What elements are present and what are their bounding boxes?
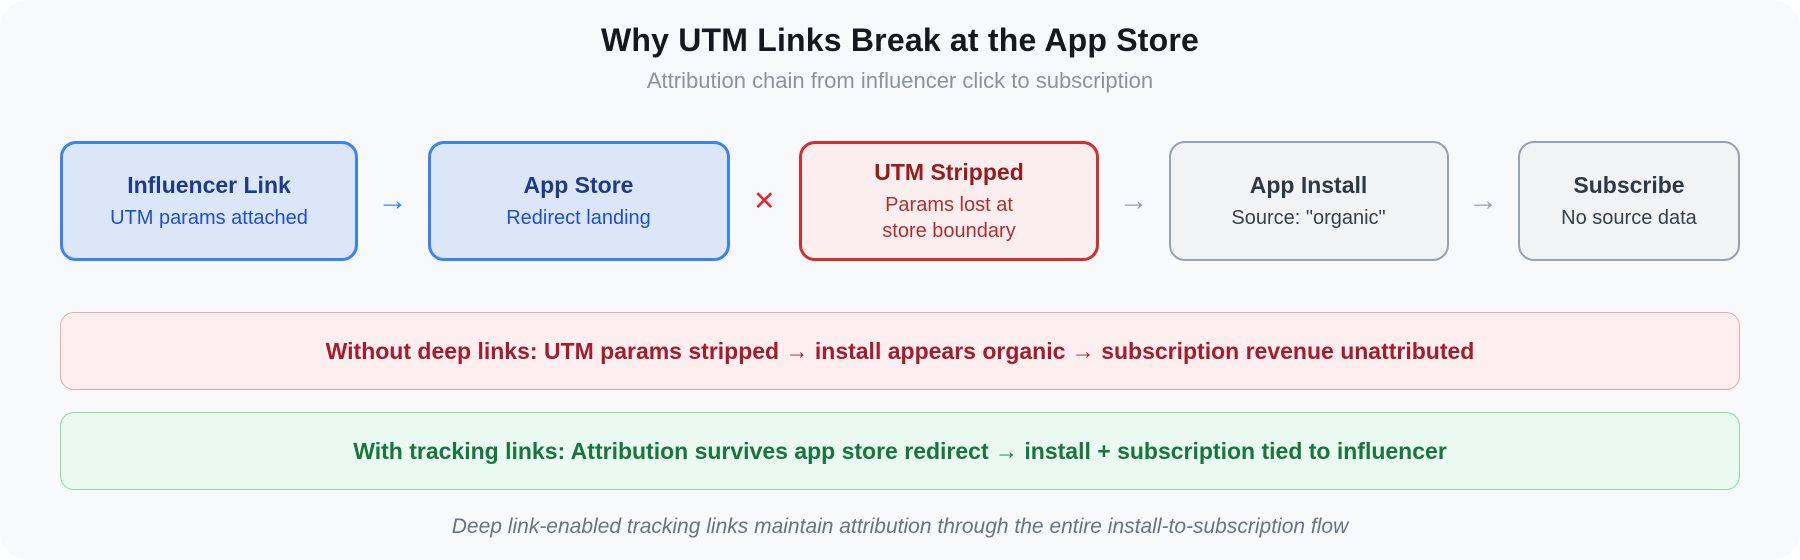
flow-node-app-store: App Store Redirect landing [427,141,730,261]
arrow-right-icon: → [1468,184,1499,217]
flow-node-subscribe: Subscribe No source data [1518,141,1740,261]
header: Why UTM Links Break at the App Store Att… [60,22,1740,94]
flow-node-influencer-link: Influencer Link UTM params attached [60,141,358,261]
footer-note: Deep link-enabled tracking links maintai… [451,515,1349,538]
node-subtitle: Source: "organic" [1231,206,1386,229]
node-title: Influencer Link [127,172,291,199]
node-title: Subscribe [1573,172,1685,199]
node-subtitle: Redirect landing [506,206,651,229]
without-deep-links-text: Without deep links: UTM params stripped … [325,337,1475,364]
with-tracking-links-banner: With tracking links: Attribution survive… [60,412,1740,490]
node-subtitle: UTM params attached [110,206,308,229]
arrow-right-icon: → [1118,184,1149,217]
arrow-right-icon: → [377,184,408,217]
node-title: App Install [1249,172,1368,199]
node-subtitle: No source data [1561,206,1697,229]
flow-node-utm-stripped: UTM Stripped Params lost at store bounda… [799,141,1099,261]
node-title: App Store [523,172,634,199]
page-subtitle: Attribution chain from influencer click … [646,68,1154,93]
page-title: Why UTM Links Break at the App Store [600,22,1200,58]
node-title: UTM Stripped [874,159,1024,186]
with-tracking-links-text: With tracking links: Attribution survive… [353,437,1447,464]
node-subtitle: Params lost at store boundary [882,193,1016,242]
flow-node-app-install: App Install Source: "organic" [1168,141,1449,261]
attribution-flow: Influencer Link UTM params attached → Ap… [60,141,1740,261]
broken-link-x-icon: ✕ [752,185,776,216]
without-deep-links-banner: Without deep links: UTM params stripped … [60,312,1740,390]
